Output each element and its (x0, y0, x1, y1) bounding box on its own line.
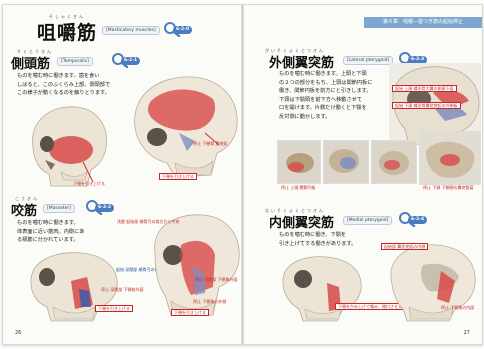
masseter-angle-label: 停止 下顎角の外側 (193, 299, 226, 304)
masseter-superficial-origin-label: 浅層 起始部 頬骨弓の前方から中央 (117, 219, 180, 224)
medial-pterygoid-code: 6-2-4 (408, 216, 427, 224)
temporalis-code: 6-2-1 (121, 57, 140, 65)
medial-insertion-label: 停止 下顎角の内面 (441, 305, 474, 310)
body-line: 引き上げてする働きがあります。 (279, 240, 387, 249)
lateral-pterygoid-heading: 外側翼突筋 (269, 52, 334, 71)
masseter-superficial-insertion-label: 停止 浅層部 下顎角外面 (195, 277, 238, 282)
page-title: 咀嚼筋 (37, 18, 97, 45)
medial-origin-label: 起始部 翼状突起の内側 (381, 243, 428, 250)
medial-pterygoid-heading: 内側翼突筋 (269, 212, 334, 231)
book-spread: そしゃくきん 咀嚼筋 [Masticatory muscles] 6-2-0 そ… (2, 4, 483, 345)
lateral-detail-photo-1 (277, 140, 321, 184)
temporalis-body: ものを噛む時に働きます。歯を食い しばると、このふくらみ上部、側頭部で この様子… (17, 72, 127, 98)
medial-pterygoid-front-figure (277, 253, 367, 323)
body-line: 体表面に近い筋肉。内側にあ (17, 228, 107, 237)
masseter-body: ものを噛む時に働きます。 体表面に近い筋肉。内側にあ る頬筋に分かれています。 (17, 219, 107, 245)
masseter-box-label: 下顎を引き上げる (95, 305, 133, 312)
lateral-pterygoid-english: [Lateral pterygoid] (343, 56, 393, 65)
lateral-lower-insertion-label: 停止 下頭 下顎頸の翼突筋窩 (423, 185, 474, 190)
temporalis-label: 下顎を引き上げる (73, 181, 105, 186)
body-line: 働き、関節円板を前方にと引きします。 (279, 87, 387, 96)
section-code: 6-2-0 (173, 26, 192, 34)
masseter-code: 6-2-2 (95, 204, 114, 212)
temporalis-heading: 側頭筋 (11, 53, 50, 72)
body-line: しばると、このふくらみ上部、側頭部で (17, 81, 127, 90)
body-line: ものを噛む時に働きます。上頭と下頭 (279, 70, 387, 79)
lateral-upper-insertion-label: 停止 上頭 関節円板 (281, 185, 316, 190)
masseter-lateral-figure (145, 211, 241, 321)
lateral-detail-photo-3 (371, 140, 417, 184)
body-line: ものを噛む時に働きます。 (17, 219, 107, 228)
page-number-right: 27 (464, 330, 470, 336)
lateral-detail-photo-4 (419, 131, 481, 185)
masseter-box-label-2: 下顎を引き上げる (171, 309, 209, 316)
body-line: この様子が動くなるのを触りとります。 (17, 89, 127, 98)
lateral-upper-origin-label: 起始 上頭 蝶形骨大翼の側頭下面 (392, 85, 457, 92)
medial-pterygoid-english: [Medial pterygoid] (343, 216, 392, 225)
lateral-detail-photo-2 (323, 140, 369, 184)
body-line: 口を開けます。片側だけ働くと下顎を (279, 104, 387, 113)
body-line: ものを噛む時に働き、下顎を (279, 231, 387, 240)
page-title-english: [Masticatory muscles] (102, 26, 160, 35)
medial-pterygoid-body: ものを噛む時に働き、下顎を 引き上げてする働きがあります。 (279, 231, 387, 248)
temporalis-insertion-label: 停止 下顎骨 筋突起 (193, 141, 228, 146)
body-line: の２つの部分をもち、上頭は関節円板に (279, 79, 387, 88)
chapter-band: 第６章 咀嚼―首つき筋の起始停止 (364, 17, 482, 28)
right-page: 第６章 咀嚼―首つき筋の起始停止 がいそくよくとつきん 外側翼突筋 [Later… (243, 5, 482, 344)
body-line: 下頭は下顎頭を前下方へ移動させて (279, 96, 387, 105)
body-line: る頬筋に分かれています。 (17, 236, 107, 245)
lateral-lower-origin-label: 起始 下頭 蝶形骨翼状突起の外側板 (392, 102, 461, 109)
medial-pterygoid-inferior-figure (383, 241, 481, 323)
lateral-pterygoid-body: ものを噛む時に働きます。上頭と下頭 の２つの部分をもち、上頭は関節円板に 働き、… (279, 70, 387, 122)
page-number-left: 26 (15, 330, 21, 336)
body-line: 反対側に動かします。 (279, 113, 387, 122)
left-page: そしゃくきん 咀嚼筋 [Masticatory muscles] 6-2-0 そ… (3, 5, 242, 344)
masseter-english: [Masseter] (43, 204, 75, 213)
temporalis-front-figure (21, 100, 113, 190)
temporalis-lateral-figure (121, 71, 242, 183)
masseter-insertion-label: 停止 深層部 下顎枝外面 (101, 287, 144, 292)
temporalis-english: [Temporalis] (57, 57, 93, 66)
temporalis-box-label: 下顎を引き上げる (159, 173, 197, 180)
masseter-heading: 咬筋 (11, 200, 37, 219)
body-line: ものを噛む時に働きます。歯を食い (17, 72, 127, 81)
